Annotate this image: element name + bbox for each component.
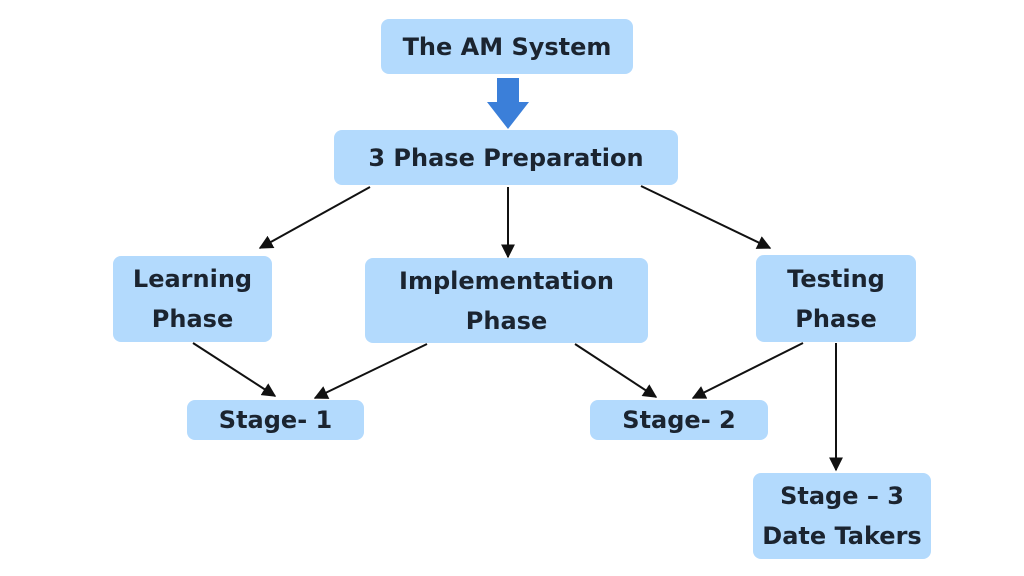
edge-prep-to-learning <box>258 186 371 249</box>
edge-implementation-to-stage2 <box>574 343 658 398</box>
node-the-am-system: The AM System <box>381 19 633 74</box>
node-stage-3-date-takers: Stage – 3 Date Takers <box>753 473 931 559</box>
edge-testing-to-stage2 <box>691 342 804 399</box>
block-arrow-root-to-prep <box>487 78 529 129</box>
node-testing-phase: Testing Phase <box>756 255 916 342</box>
node-learning-phase: Learning Phase <box>113 256 272 342</box>
edge-prep-to-testing <box>640 185 772 249</box>
node-stage-1: Stage- 1 <box>187 400 364 440</box>
edge-implementation-to-stage1 <box>313 343 428 399</box>
node-stage-2: Stage- 2 <box>590 400 768 440</box>
node-implementation-phase: Implementation Phase <box>365 258 648 343</box>
edge-learning-to-stage1 <box>192 342 277 397</box>
node-3-phase-preparation: 3 Phase Preparation <box>334 130 678 185</box>
